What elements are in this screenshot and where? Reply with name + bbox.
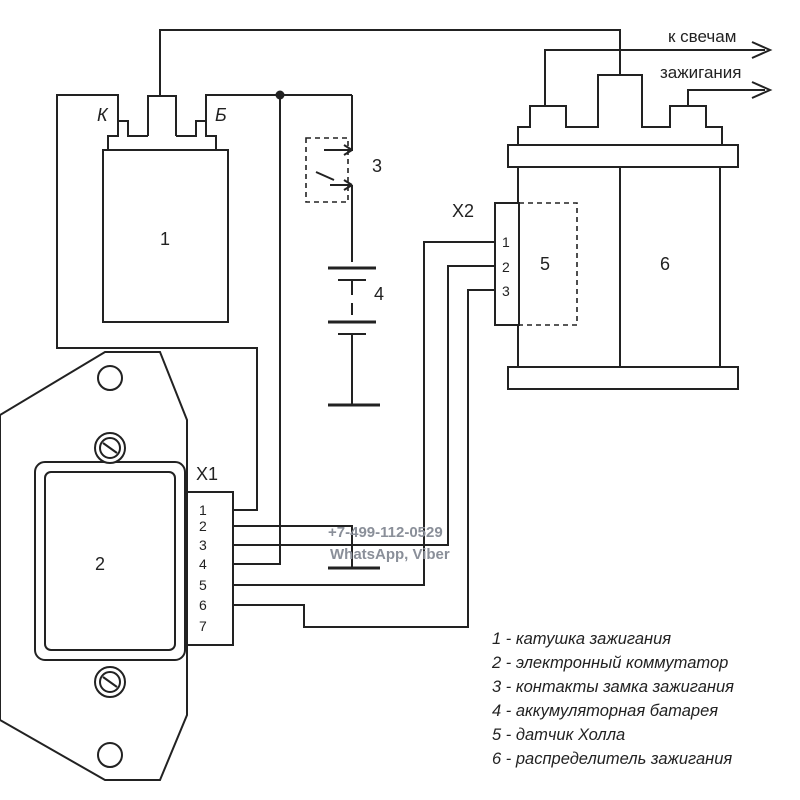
coil-terminal-b: Б bbox=[215, 105, 227, 125]
battery bbox=[328, 266, 380, 407]
ignition-switch-contacts bbox=[305, 95, 353, 262]
x2-pins: 1 2 3 bbox=[502, 234, 510, 299]
hall-sensor-outline bbox=[518, 202, 578, 326]
watermark-apps: WhatsApp, Viber bbox=[330, 546, 450, 563]
x2-pin: 3 bbox=[502, 283, 510, 299]
x2-pin: 2 bbox=[502, 259, 510, 275]
watermark-phone: +7-499-112-0529 bbox=[328, 524, 443, 541]
legend-item: 6 - распределитель зажигания bbox=[492, 750, 732, 768]
legend-item: 1 - катушка зажигания bbox=[492, 630, 671, 648]
x2-pin: 1 bbox=[502, 234, 510, 250]
x2-label: X2 bbox=[452, 201, 474, 221]
electronic-commutator bbox=[0, 351, 234, 781]
legend: 1 - катушка зажигания 2 - электронный ко… bbox=[491, 630, 734, 768]
output-label-line2: зажигания bbox=[660, 63, 742, 82]
x1-pin: 1 bbox=[199, 502, 207, 518]
hall-sensor-number: 5 bbox=[540, 254, 550, 274]
output-label-line1: к свечам bbox=[668, 27, 736, 46]
coil-number: 1 bbox=[160, 229, 170, 249]
legend-item: 5 - датчик Холла bbox=[492, 726, 625, 744]
legend-item: 3 - контакты замка зажигания bbox=[492, 678, 734, 696]
switch-number: 2 bbox=[95, 554, 105, 574]
legend-item: 2 - электронный коммутатор bbox=[491, 654, 728, 672]
contacts-number: 3 bbox=[372, 156, 382, 176]
x1-pin: 5 bbox=[199, 577, 207, 593]
x1-label: X1 bbox=[196, 464, 218, 484]
x1-pin: 6 bbox=[199, 597, 207, 613]
wiring bbox=[56, 90, 495, 628]
legend-item: 4 - аккумуляторная батарея bbox=[492, 702, 718, 720]
x1-pin: 7 bbox=[199, 618, 207, 634]
x1-pin: 2 bbox=[199, 518, 207, 534]
x1-pins: 1 2 3 4 5 6 7 bbox=[199, 502, 207, 634]
ignition-coil bbox=[102, 95, 229, 323]
x1-pin: 4 bbox=[199, 556, 207, 572]
battery-number: 4 bbox=[374, 284, 384, 304]
coil-terminal-k: К bbox=[97, 105, 109, 125]
ignition-distributor bbox=[159, 29, 773, 390]
x1-pin: 3 bbox=[199, 537, 207, 553]
distributor-number: 6 bbox=[660, 254, 670, 274]
